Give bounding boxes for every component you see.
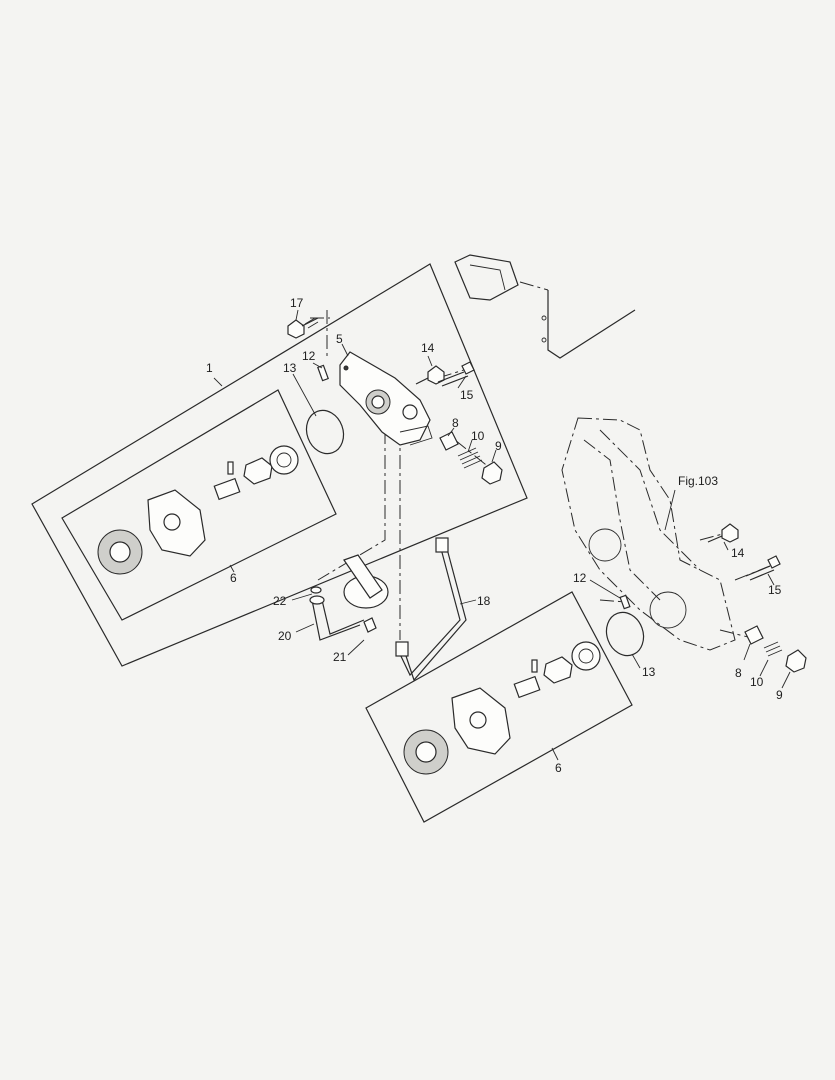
callout-14-cover: 14 [731, 546, 745, 560]
timing-cover-outline [561, 417, 736, 651]
pump-internals-right [403, 641, 601, 775]
callout-6-right: 6 [555, 761, 562, 775]
callout-10-cover: 10 [750, 675, 764, 689]
valve-parts-main [439, 431, 503, 485]
callout-13-right: 13 [642, 665, 656, 679]
bolt-15 [437, 361, 475, 387]
callout-9-cover: 9 [776, 688, 783, 702]
engine-block-outline [454, 254, 636, 359]
oil-strainer-assembly [309, 537, 467, 682]
callout-18: 18 [477, 594, 491, 608]
callout-17: 17 [290, 296, 304, 310]
o-ring-13-right [605, 611, 645, 657]
pump-internals-left [97, 445, 299, 575]
fig-reference: Fig.103 [678, 474, 718, 488]
callout-21: 21 [333, 650, 347, 664]
o-ring-13 [305, 409, 345, 455]
bolt-17 [287, 317, 319, 339]
callout-12-main: 12 [302, 349, 316, 363]
callout-14-main: 14 [421, 341, 435, 355]
callout-12-cover: 12 [573, 571, 587, 585]
cover-hardware [619, 523, 807, 673]
callout-6-left: 6 [230, 571, 237, 585]
leader-lines [213, 309, 791, 761]
callout-20: 20 [278, 629, 292, 643]
callout-9-main: 9 [495, 439, 502, 453]
callout-8-cover: 8 [735, 666, 742, 680]
dowel-pin-12 [317, 364, 329, 382]
callout-22: 22 [273, 594, 287, 608]
callout-8-main: 8 [452, 416, 459, 430]
callout-5: 5 [336, 332, 343, 346]
callout-10-main: 10 [471, 429, 485, 443]
callout-15-cover: 15 [768, 583, 782, 597]
callout-labels: 1 5 17 12 13 14 15 8 10 9 6 18 22 20 21 … [206, 296, 783, 775]
kit-box-6-left [61, 389, 337, 621]
kit-box-6-right [365, 591, 633, 823]
kit-box-1 [31, 263, 528, 667]
callout-13-main: 13 [283, 361, 297, 375]
callout-15-main: 15 [460, 388, 474, 402]
oil-pump-housing [339, 351, 433, 446]
callout-1: 1 [206, 361, 213, 375]
